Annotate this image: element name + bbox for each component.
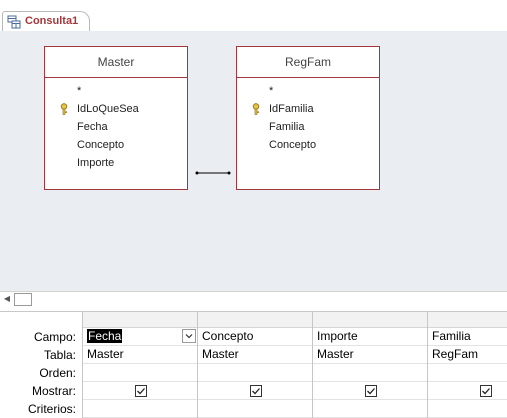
tabla-cell[interactable]: Master [313,346,427,364]
column-selector[interactable] [198,312,312,328]
document-tab-strip: Consulta1 [0,0,507,32]
grid-column-2: Concepto Master [197,312,312,418]
field-item[interactable]: IdLoQueSea [45,100,187,118]
campo-cell[interactable]: Familia [428,328,507,346]
criterios-cell[interactable] [313,400,427,418]
query-icon [7,15,21,29]
key-icon [60,103,68,115]
tabla-cell[interactable]: RegFam [428,346,507,364]
grid-column-3: Importe Master [312,312,427,418]
mostrar-cell [83,382,197,400]
criterios-cell[interactable] [83,400,197,418]
join-line[interactable] [195,170,231,176]
pane-splitter[interactable] [0,306,507,312]
criterios-cell[interactable] [198,400,312,418]
field-item[interactable]: Familia [269,121,305,133]
checkbox-checked-icon[interactable] [365,385,377,397]
grid-column-4: Familia RegFam [427,312,507,418]
orden-cell[interactable] [83,364,197,382]
field-item[interactable]: IdFamilia [237,100,379,118]
campo-value: Fecha [87,329,123,343]
orden-cell[interactable] [313,364,427,382]
field-item[interactable]: * [269,85,274,97]
scroll-left-icon[interactable]: ◀ [3,294,11,303]
row-label-tabla: Tabla: [43,348,76,362]
orden-cell[interactable] [428,364,507,382]
field-item[interactable]: Importe [77,157,115,169]
field-item[interactable]: Concepto [269,139,317,151]
grid-column-1: Fecha Master [82,312,197,418]
field-item[interactable]: Fecha [77,121,108,133]
field-item[interactable]: * [77,85,82,97]
column-selector[interactable] [313,312,427,328]
checkbox-checked-icon[interactable] [135,385,147,397]
chevron-down-icon [185,334,193,339]
mostrar-cell [198,382,312,400]
orden-cell[interactable] [198,364,312,382]
scroll-thumb[interactable] [14,293,32,306]
criterios-cell[interactable] [428,400,507,418]
field-list: * IdFamilia Familia Concepto [237,78,379,154]
column-selector[interactable] [428,312,507,328]
checkbox-checked-icon[interactable] [480,385,492,397]
mostrar-cell [313,382,427,400]
checkbox-checked-icon[interactable] [250,385,262,397]
tabla-cell[interactable]: Master [83,346,197,364]
table-title[interactable]: RegFam [237,47,379,78]
campo-cell[interactable]: Concepto [198,328,312,346]
column-selector[interactable] [83,312,197,328]
row-label-orden: Orden: [39,366,76,380]
tab-label: Consulta1 [25,15,79,27]
row-label-mostrar: Mostrar: [31,384,76,398]
design-horizontal-scrollbar[interactable]: ◀ [0,291,507,306]
field-item[interactable]: Concepto [77,139,125,151]
campo-dropdown-button[interactable] [182,329,196,343]
campo-cell[interactable]: Fecha [83,328,197,346]
mostrar-cell [428,382,507,400]
row-label-criterios: Criterios: [27,402,76,416]
key-icon [252,103,260,115]
table-master[interactable]: Master * IdLoQueSea Fecha Concepto Impor… [44,46,188,190]
field-list: * IdLoQueSea Fecha Concepto Importe [45,78,187,172]
tab-consulta1[interactable]: Consulta1 [2,11,90,31]
table-title[interactable]: Master [45,47,187,78]
table-regfam[interactable]: RegFam * IdFamilia Familia Concepto [236,46,380,190]
tabla-cell[interactable]: Master [198,346,312,364]
query-design-grid: Campo: Tabla: Orden: Mostrar: Criterios:… [0,312,507,418]
query-design-area[interactable]: Master * IdLoQueSea Fecha Concepto Impor… [0,31,507,291]
campo-cell[interactable]: Importe [313,328,427,346]
grid-row-labels: Campo: Tabla: Orden: Mostrar: Criterios: [0,328,81,418]
row-label-campo: Campo: [33,330,76,344]
